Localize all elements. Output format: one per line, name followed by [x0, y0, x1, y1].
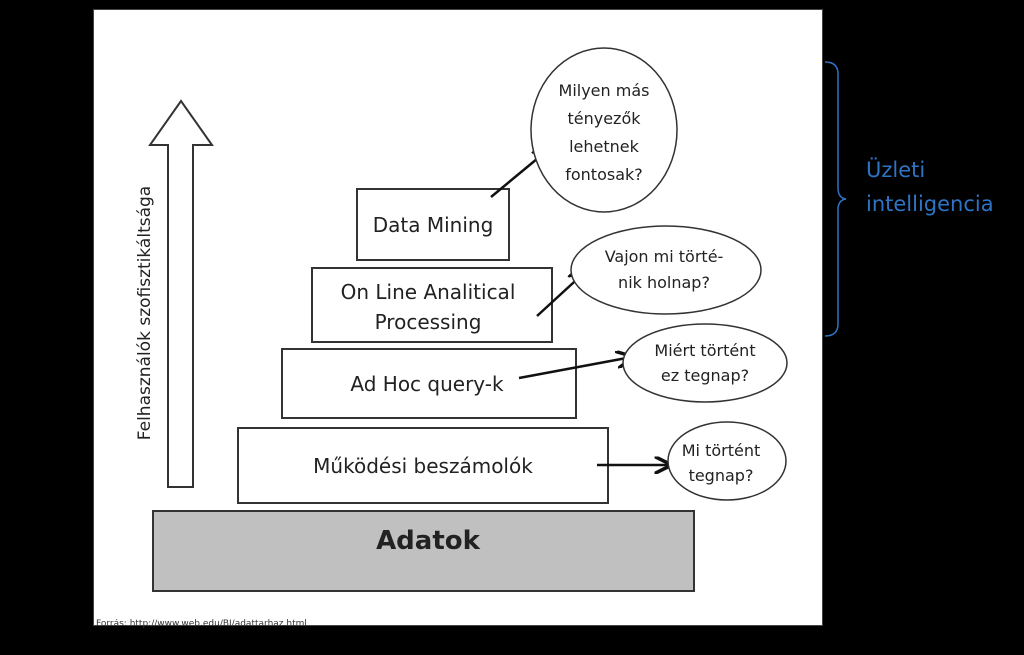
base-box [152, 510, 695, 592]
question-bubble-4 [530, 47, 678, 213]
level-label-ad-hoc: Ad Hoc query-k [350, 372, 504, 396]
question-4-line1: Milyen más [559, 81, 650, 100]
question-1-line2: tegnap? [689, 466, 754, 485]
base-label: Adatok [376, 526, 481, 556]
question-bubble-3 [570, 225, 762, 315]
bracket-label-line1: Üzleti [866, 158, 926, 182]
question-3-line1: Vajon mi törté- [605, 247, 724, 266]
sophistication-arrow-icon [148, 99, 214, 488]
question-bubble-2 [622, 323, 788, 403]
question-4-line2: tényezők [567, 109, 641, 128]
question-4-line3: lehetnek [569, 137, 640, 156]
source-caption: Forrás: http://www.web.edu/BI/adattarhaz… [96, 619, 307, 628]
question-2-line1: Miért történt [654, 341, 755, 360]
level-box-operational-reports [237, 427, 609, 504]
level-box-ad-hoc [281, 348, 577, 419]
question-bubble-1 [667, 421, 787, 501]
level-box-data-mining [356, 188, 510, 261]
question-1-line1: Mi történt [682, 441, 761, 460]
level-label-data-mining: Data Mining [373, 213, 494, 237]
bracket-label-line2: intelligencia [866, 192, 994, 216]
level-box-olap [311, 267, 553, 343]
level-label-olap-line1: On Line Analitical [341, 280, 516, 304]
level-label-olap-line2: Processing [375, 310, 482, 334]
arrow-ad-hoc [518, 357, 632, 380]
question-3-line2: nik holnap? [618, 273, 710, 292]
axis-label: Felhasználók szofisztikáltsága [135, 186, 155, 440]
bracket-label: Üzleti intelligencia [866, 153, 994, 221]
bracket-icon [824, 61, 847, 337]
question-4-line4: fontosak? [565, 165, 643, 184]
level-label-operational-reports: Működési beszámolók [313, 454, 533, 478]
question-2-line2: ez tegnap? [661, 366, 749, 385]
